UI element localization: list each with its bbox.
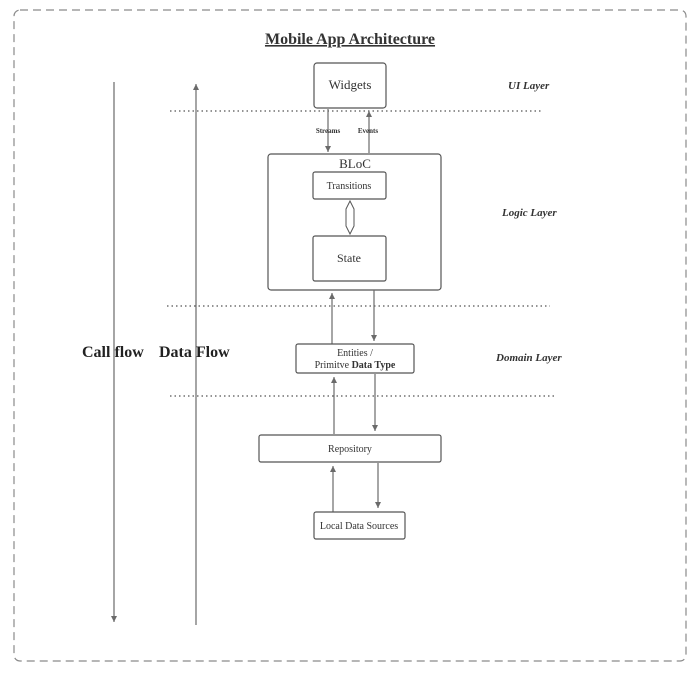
transitions-box	[312, 171, 387, 200]
transitions-label: Transitions	[327, 181, 372, 192]
entities-label-primitive: Primitve	[315, 360, 352, 371]
layer-label-logic: Logic Layer	[501, 207, 557, 219]
entities-label-line1: Entities /	[337, 348, 373, 359]
events-label: Events	[358, 127, 379, 135]
local-data-sources-box	[313, 511, 406, 540]
entities-label-data-type: Data Type	[352, 360, 396, 371]
state-box	[312, 235, 387, 282]
streams-label: Streams	[316, 127, 341, 135]
transitions-state-connector	[345, 199, 355, 236]
state-label: State	[337, 251, 361, 265]
entities-label-line2: Primitve Data Type	[315, 360, 396, 371]
widgets-box	[313, 62, 387, 109]
widgets-label: Widgets	[329, 77, 372, 92]
repository-label: Repository	[328, 444, 372, 455]
layer-label-domain: Domain Layer	[495, 352, 562, 364]
layer-label-ui: UI Layer	[508, 80, 550, 92]
data-flow-label: Data Flow	[159, 344, 230, 361]
outer-frame	[13, 9, 687, 662]
local-data-sources-label: Local Data Sources	[320, 521, 398, 532]
bloc-label: BLoC	[339, 156, 371, 171]
call-flow-label: Call flow	[82, 344, 144, 361]
repository-box	[258, 434, 442, 463]
diagram-title: Mobile App Architecture	[265, 31, 435, 48]
entities-box	[295, 343, 415, 374]
